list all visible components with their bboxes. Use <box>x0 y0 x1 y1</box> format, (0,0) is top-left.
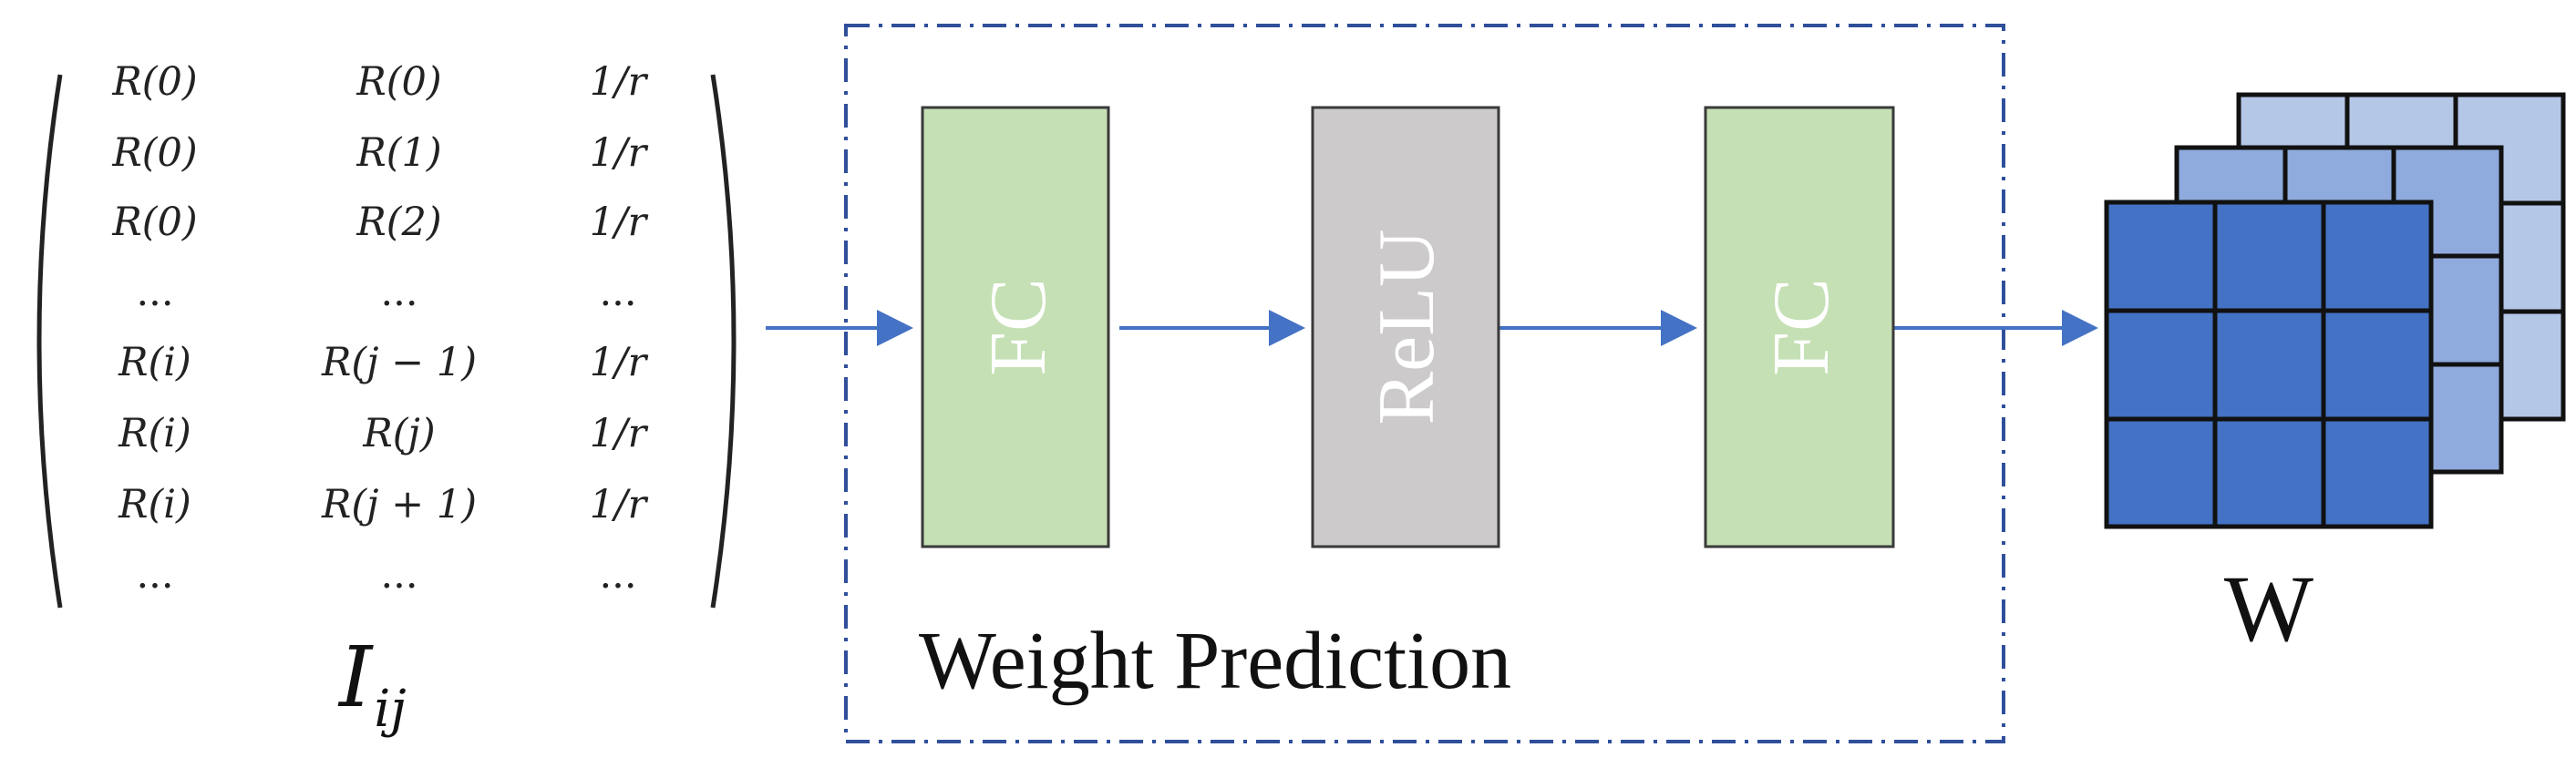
relu-block-box <box>1311 106 1500 548</box>
matrix-cell: R(1) <box>355 130 441 176</box>
fc-block-2-label: FC <box>1757 278 1846 376</box>
matrix-cell: R(j) <box>362 411 435 456</box>
matrix-cell: 1/r <box>590 200 649 245</box>
matrix-ellipsis: ... <box>380 270 417 315</box>
output-kernels <box>2104 92 2566 529</box>
matrix-cell: 1/r <box>590 340 649 385</box>
fc-block-2: FC <box>1704 106 1895 548</box>
matrix-cell: R(i) <box>118 340 191 385</box>
matrix-cell: R(0) <box>111 130 197 176</box>
fc-block-2-box <box>1704 106 1895 548</box>
fc-block-1-label: FC <box>974 278 1063 376</box>
matrix-cell: R(i) <box>118 482 191 527</box>
input-matrix: R(0) R(0) 1/r R(0) R(1) 1/r R(0) R(2) 1/… <box>36 59 737 739</box>
right-parenthesis <box>710 74 737 609</box>
matrix-cell: R(0) <box>111 200 197 245</box>
matrix-ellipsis: ... <box>136 270 173 315</box>
kernel-front-fill <box>2104 200 2434 529</box>
matrix-cell: R(0) <box>111 59 197 105</box>
matrix-ellipsis: ... <box>599 552 636 598</box>
matrix-ellipsis: ... <box>599 270 636 315</box>
matrix-ellipsis: ... <box>136 552 173 598</box>
kernel-front <box>2104 200 2434 529</box>
matrix-cell: 1/r <box>590 59 649 105</box>
left-parenthesis <box>36 74 63 609</box>
matrix-cell: R(0) <box>355 59 441 105</box>
matrix-cell: 1/r <box>590 130 649 176</box>
matrix-name-main: I <box>337 629 374 726</box>
fc-block-1-box <box>921 106 1110 548</box>
matrix-cell: 1/r <box>590 411 649 456</box>
weight-prediction-group-border <box>844 24 2005 743</box>
matrix-cell: 1/r <box>590 482 649 527</box>
matrix-cell: R(j − 1) <box>321 340 477 385</box>
matrix-cell: R(i) <box>118 411 191 456</box>
matrix-name: Iij <box>337 629 407 739</box>
weight-prediction-label: Weight Prediction <box>919 616 1511 706</box>
matrix-ellipsis: ... <box>380 552 417 598</box>
relu-block-label: ReLU <box>1363 229 1451 425</box>
matrix-cell: R(2) <box>355 200 441 245</box>
relu-block: ReLU <box>1311 106 1500 548</box>
matrix-name-subscript: ij <box>374 680 406 739</box>
matrix-cell: R(j + 1) <box>321 482 477 527</box>
fc-block-1: FC <box>921 106 1110 548</box>
output-label: W <box>2224 557 2313 661</box>
